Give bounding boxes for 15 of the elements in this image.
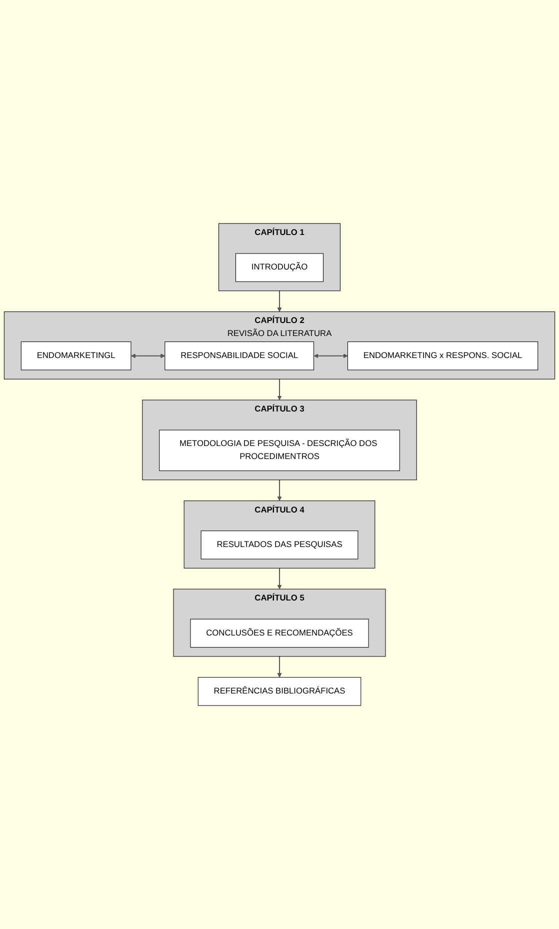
arrow: [277, 480, 282, 501]
arrow: [130, 354, 166, 358]
node-box: ENDOMARKETINGL: [20, 342, 132, 370]
node-box: INTRODUÇÃO: [235, 253, 324, 282]
node-box: ENDOMARKETING x RESPONS. SOCIAL: [347, 342, 538, 370]
node-box: METODOLOGIA DE PESQUISA - DESCRIÇÃO DOS PROCEDIMENTROS: [159, 430, 400, 472]
node-box: CONCLUSÕES E RECOMENDAÇÕES: [190, 618, 369, 648]
node-box: RESPONSABILIDADE SOCIAL: [164, 342, 314, 370]
arrow: [277, 379, 282, 400]
arrow: [277, 568, 282, 590]
arrow: [277, 290, 282, 312]
node-box: RESULTADOS DAS PESQUISAS: [200, 530, 358, 560]
node-box: REFERÊNCIAS BIBLIOGRÁFICAS: [198, 677, 362, 706]
arrow: [314, 354, 348, 358]
arrow: [277, 656, 282, 678]
